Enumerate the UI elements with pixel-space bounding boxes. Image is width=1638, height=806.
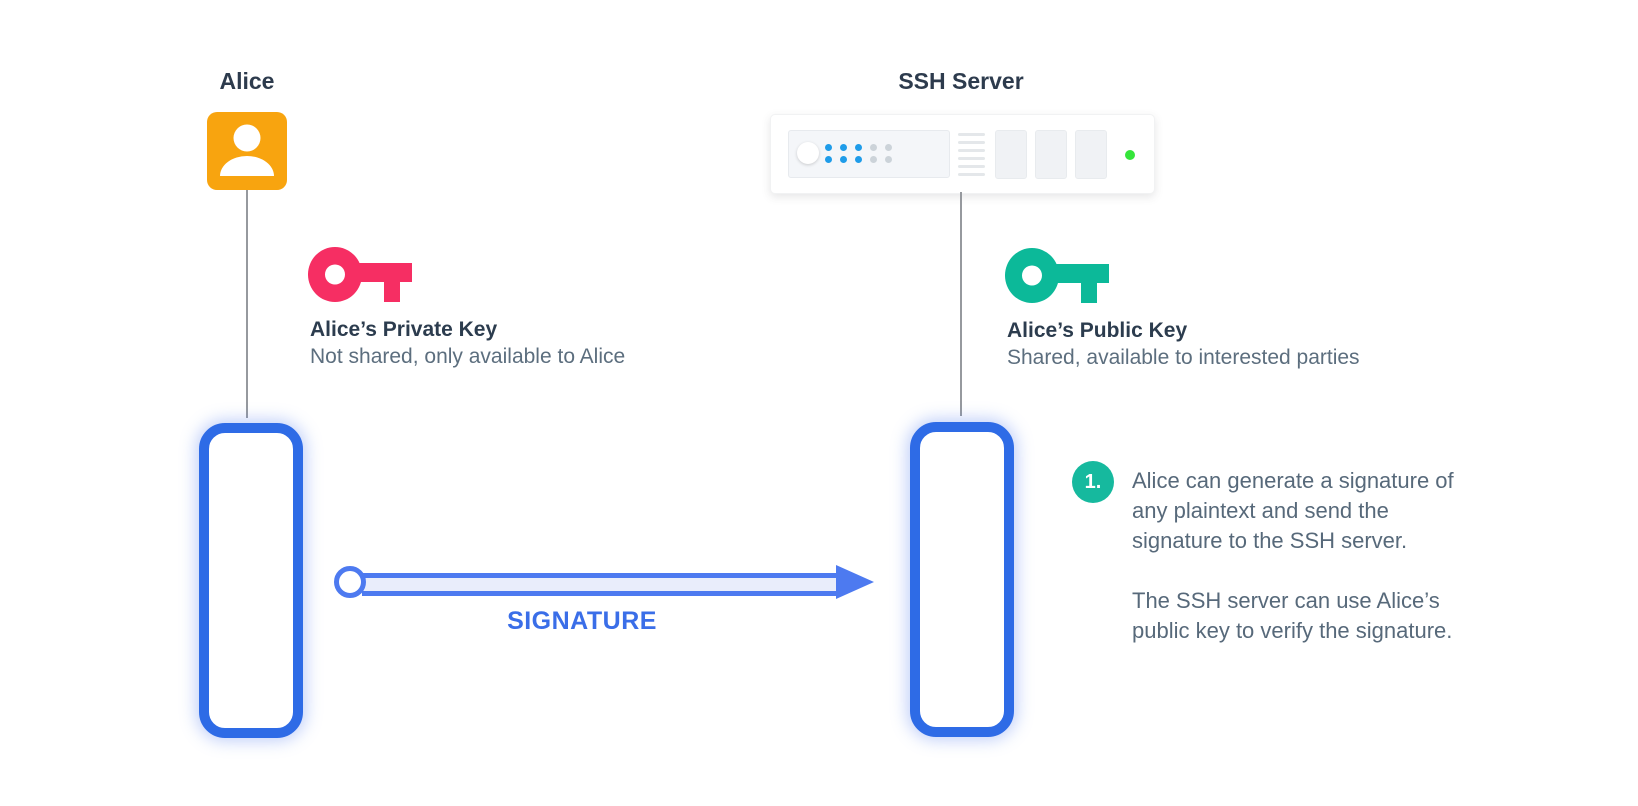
server-led-dots	[825, 156, 892, 163]
server-drive-bay	[1035, 130, 1067, 179]
note-text: Alice can generate a signature of any pl…	[1132, 466, 1462, 646]
note-paragraph-1: Alice can generate a signature of any pl…	[1132, 468, 1454, 553]
alice-terminal-box	[199, 423, 303, 738]
person-icon	[207, 110, 287, 193]
private-key-subtitle: Not shared, only available to Alice	[310, 345, 626, 368]
private-key-icon	[307, 247, 412, 302]
alice-label: Alice	[219, 68, 275, 94]
server-front-panel	[788, 130, 950, 178]
step-badge: 1.	[1072, 461, 1114, 503]
public-key-icon	[1004, 248, 1109, 303]
arrow-head-icon	[836, 565, 874, 599]
signature-label: SIGNATURE	[507, 607, 657, 635]
server-drive-bay	[995, 130, 1027, 179]
arrow-start-circle	[334, 566, 366, 598]
server-connector-line	[960, 192, 962, 416]
step-number: 1.	[1084, 470, 1102, 493]
server-power-circle	[797, 142, 819, 164]
arrow-shaft	[362, 573, 838, 596]
note-paragraph-2: The SSH server can use Alice’s public ke…	[1132, 588, 1453, 643]
alice-connector-line	[246, 190, 248, 418]
public-key-subtitle: Shared, available to interested parties	[1007, 346, 1360, 369]
server-illustration	[770, 114, 1155, 194]
server-status-led	[1125, 150, 1135, 160]
server-vent-lines	[958, 133, 985, 181]
ssh-server-label: SSH Server	[898, 68, 1024, 94]
alice-avatar	[207, 112, 287, 190]
server-terminal-box	[910, 422, 1014, 737]
server-led-dots	[825, 144, 892, 151]
private-key-title: Alice’s Private Key	[310, 318, 498, 341]
server-drive-bay	[1075, 130, 1107, 179]
public-key-title: Alice’s Public Key	[1007, 319, 1188, 342]
